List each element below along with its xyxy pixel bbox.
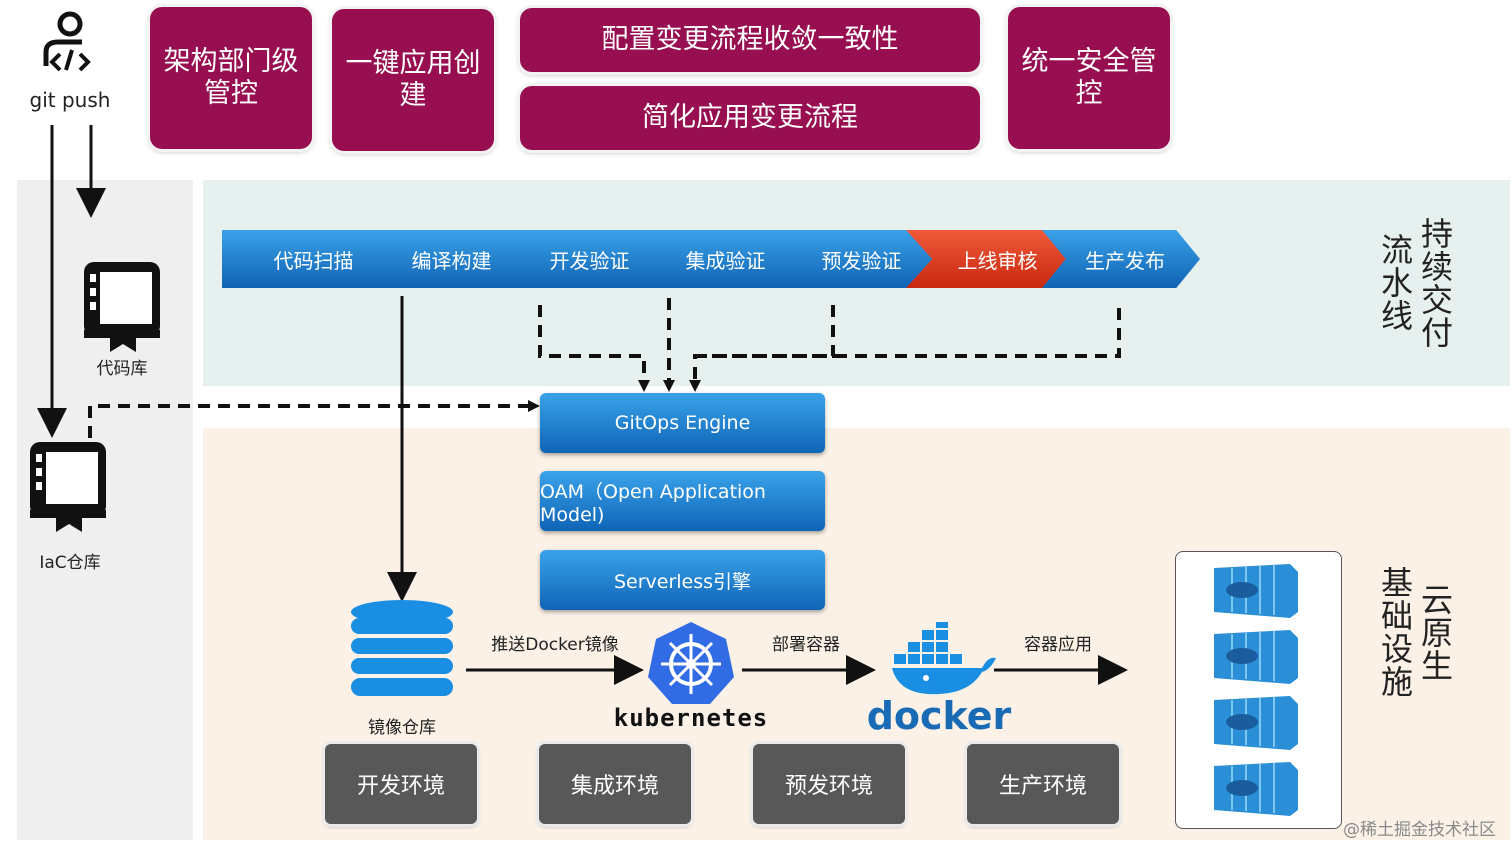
stage-build: 编译构建 bbox=[360, 230, 535, 288]
security-control-box: 统一安全管 控 bbox=[1008, 7, 1170, 149]
iac-repo-icon bbox=[30, 442, 106, 532]
iac-repo-label: IaC仓库 bbox=[39, 553, 101, 573]
code-repo-icon bbox=[84, 262, 160, 352]
kubernetes-text: kubernetes bbox=[613, 704, 769, 732]
infra-label-col2: 基 础 设 施 bbox=[1380, 564, 1413, 701]
one-click-create-box: 一键应用创 建 bbox=[332, 9, 494, 151]
push-image-label: 推送Docker镜像 bbox=[491, 635, 619, 655]
serverless-engine-box: Serverless引擎 bbox=[540, 550, 825, 610]
container-app-label: 容器应用 bbox=[1024, 635, 1092, 655]
infra-label-col1: 云 原 生 bbox=[1420, 581, 1453, 685]
gitops-engine-box: GitOps Engine bbox=[540, 393, 825, 453]
code-repo-label: 代码库 bbox=[96, 359, 148, 379]
git-push-label: git push bbox=[29, 88, 111, 112]
deploy-container-label: 部署容器 bbox=[772, 635, 840, 655]
config-converge-box: 配置变更流程收敛一致性 bbox=[520, 8, 980, 72]
cd-label-col1: 持 续 交 付 bbox=[1420, 215, 1453, 352]
cd-label-col2: 流 水 线 bbox=[1380, 231, 1413, 335]
docker-whale-icon bbox=[892, 622, 996, 695]
env-production: 生产环境 bbox=[967, 744, 1119, 824]
kubernetes-logo-icon bbox=[648, 622, 734, 704]
stage-production-release: 生产发布 bbox=[1042, 230, 1200, 288]
env-dev: 开发环境 bbox=[325, 744, 477, 824]
registry-label: 镜像仓库 bbox=[368, 718, 436, 738]
database-icon bbox=[351, 600, 453, 696]
stage-code-scan: 代码扫描 bbox=[222, 230, 397, 288]
env-pre-release: 预发环境 bbox=[753, 744, 905, 824]
docker-text: docker bbox=[866, 694, 1012, 738]
git-push-icon bbox=[43, 11, 91, 72]
watermark: @稀土掘金技术社区 bbox=[1343, 820, 1496, 840]
simplify-change-box: 简化应用变更流程 bbox=[520, 86, 980, 150]
container-stack-icon bbox=[1214, 564, 1298, 816]
env-integration: 集成环境 bbox=[539, 744, 691, 824]
oam-box: OAM（Open Application Model) bbox=[540, 471, 825, 531]
arch-control-box: 架构部门级 管控 bbox=[150, 7, 312, 149]
